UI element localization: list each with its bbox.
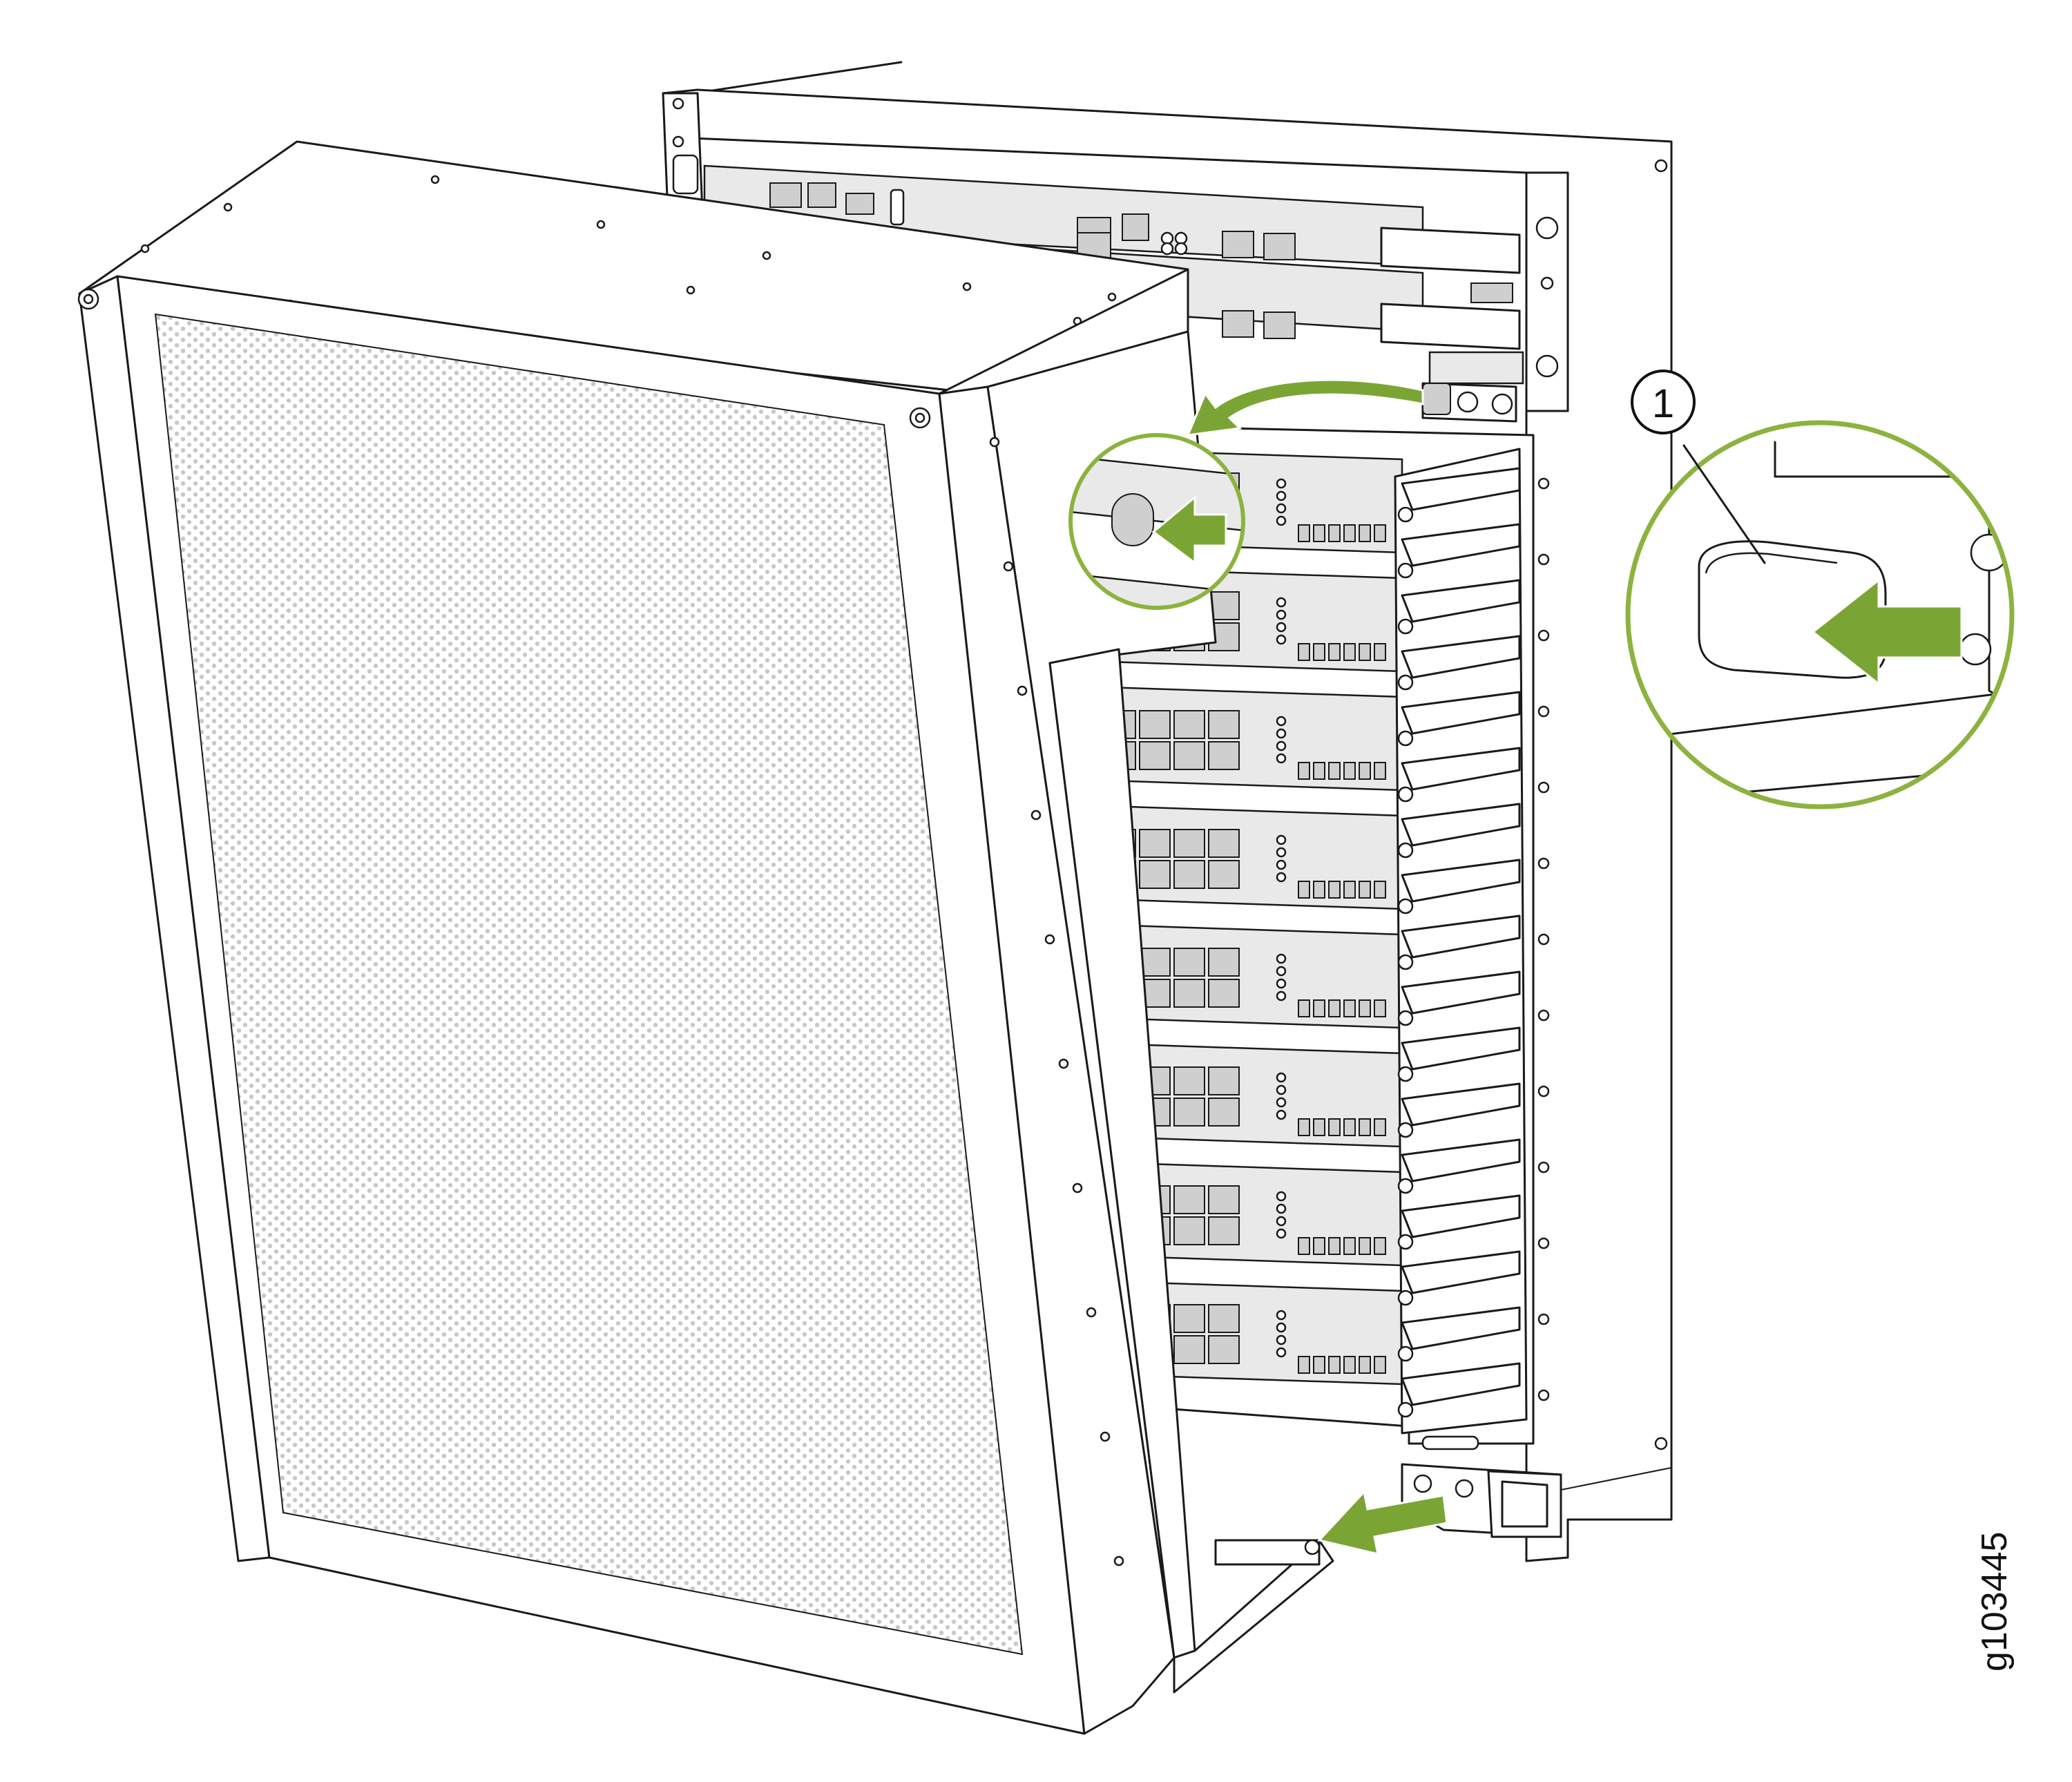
inset-detail <box>1068 433 1245 610</box>
arrow-left-icon <box>1317 1489 1448 1555</box>
figure-id: g103445 <box>1975 1532 2015 1671</box>
curved-arrow-icon <box>1186 379 1424 437</box>
cover-latch-detail <box>1625 420 2015 809</box>
port-cluster <box>769 182 1296 339</box>
arrow-right-icon <box>1811 577 1963 687</box>
push-arrow-icon <box>1151 495 1227 565</box>
front-cover <box>77 140 1334 1735</box>
top-latch <box>1421 382 1517 423</box>
callout-1: 1 <box>1631 370 1696 434</box>
line-card <box>1083 685 1403 792</box>
callout-number: 1 <box>1652 381 1674 426</box>
